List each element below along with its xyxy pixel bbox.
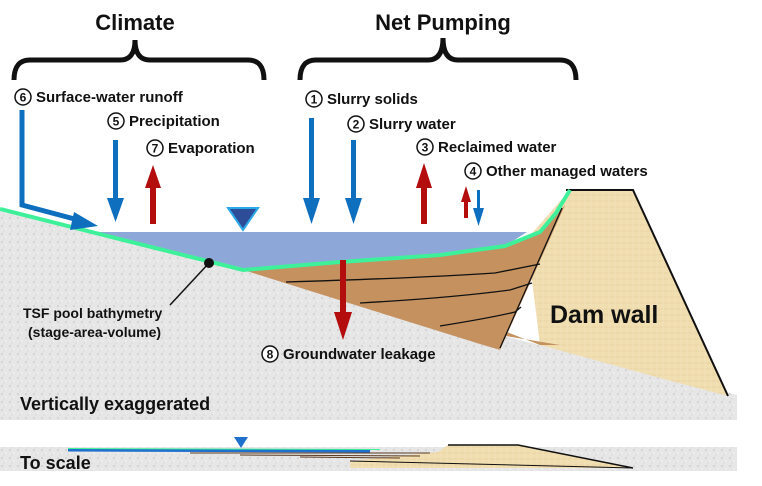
bathymetry-point	[204, 258, 214, 268]
svg-text:5: 5	[113, 115, 120, 129]
other-managed-waters-in-arrow	[473, 190, 484, 226]
svg-text:6: 6	[20, 91, 27, 105]
number-badge	[347, 115, 365, 133]
to-scale-dam-outline	[448, 444, 634, 469]
tsf-pool	[96, 232, 527, 270]
water-level-icon	[226, 207, 260, 232]
tsf-stage-area-volume-label: (stage-area-volume)	[28, 324, 161, 340]
dam-crest-outline	[566, 189, 729, 397]
number-badge	[107, 112, 125, 130]
flux-label-4: 4 Other managed waters	[464, 162, 648, 180]
to-scale-label: To scale	[20, 453, 91, 473]
flux-label-1: 1 Slurry solids	[305, 90, 418, 108]
flux-label-5: 5 Precipitation	[107, 112, 220, 130]
flux-label-2: 2 Slurry water	[347, 115, 456, 133]
svg-text:Surface-water runoff: Surface-water runoff	[36, 89, 184, 106]
slurry-solids-arrow	[303, 118, 320, 224]
groundwater-leakage-arrow	[334, 260, 352, 340]
climate-brace	[11, 39, 267, 81]
number-badge	[261, 345, 279, 363]
other-managed-waters-out-arrow	[461, 186, 471, 218]
evaporation-arrow	[145, 165, 161, 224]
flux-label-7: 7 Evaporation	[146, 139, 255, 157]
exaggerated-section	[0, 188, 737, 420]
climate-title: Climate	[95, 10, 174, 35]
svg-text:Precipitation: Precipitation	[129, 113, 220, 130]
net-pumping-brace	[297, 37, 579, 81]
svg-text:Groundwater leakage: Groundwater leakage	[283, 346, 436, 363]
tsf-leader-line	[169, 262, 210, 306]
svg-text:7: 7	[152, 142, 159, 156]
net-pumping-title: Net Pumping	[375, 10, 511, 35]
flux-label-3: 3 Reclaimed water	[416, 138, 557, 156]
slurry-water-arrow	[345, 140, 362, 224]
surface-water-runoff-arrow	[19, 110, 98, 230]
to-scale-tailings-layers	[190, 452, 430, 459]
number-badge	[14, 88, 32, 106]
svg-text:3: 3	[422, 141, 429, 155]
flux-label-6: 6 Surface-water runoff	[14, 88, 184, 106]
svg-text:2: 2	[353, 118, 360, 132]
vertically-exaggerated-label: Vertically exaggerated	[20, 394, 210, 414]
to-scale-liner	[67, 448, 381, 450]
svg-text:1: 1	[311, 93, 318, 107]
number-badge	[416, 138, 434, 156]
svg-text:Other managed waters: Other managed waters	[486, 163, 648, 180]
svg-text:8: 8	[267, 348, 274, 362]
precipitation-arrow	[107, 140, 124, 222]
number-badge	[464, 162, 482, 180]
reclaimed-water-arrow	[416, 163, 432, 224]
to-scale-section	[0, 437, 737, 471]
tailings-layers	[285, 207, 563, 349]
dam-wall	[527, 190, 728, 396]
svg-text:Slurry solids: Slurry solids	[327, 91, 418, 108]
tsf-bathymetry-label: TSF pool bathymetry	[23, 305, 162, 321]
to-scale-dam-base	[349, 460, 634, 469]
svg-text:Evaporation: Evaporation	[168, 140, 255, 157]
number-badge	[305, 90, 323, 108]
svg-text:Reclaimed water: Reclaimed water	[438, 139, 557, 156]
liner-surface	[0, 188, 572, 273]
number-badge	[146, 139, 164, 157]
flux-label-8: 8 Groundwater leakage	[261, 345, 436, 363]
to-scale-water-level-icon	[234, 437, 248, 448]
to-scale-pool	[67, 448, 371, 453]
svg-text:4: 4	[470, 165, 477, 179]
dam-wall-label: Dam wall	[550, 301, 658, 329]
ground-over-tailings	[0, 270, 500, 420]
svg-text:Slurry water: Slurry water	[369, 116, 456, 133]
